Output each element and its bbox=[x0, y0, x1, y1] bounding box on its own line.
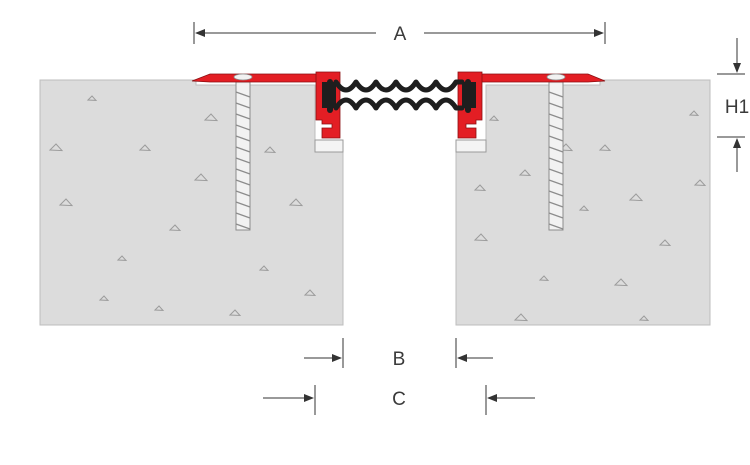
aggregate-speck bbox=[628, 193, 644, 202]
aggregate-speck bbox=[473, 233, 489, 242]
aggregate-speck bbox=[203, 113, 219, 122]
aggregate-speck bbox=[228, 309, 242, 317]
screw-thread bbox=[235, 146, 251, 153]
aggregate-speck bbox=[688, 110, 700, 116]
screw-thread bbox=[235, 135, 251, 142]
screw-thread bbox=[235, 190, 251, 197]
aggregate-speck bbox=[658, 239, 672, 247]
aggregate-speck bbox=[48, 143, 64, 152]
aggregate-speck bbox=[513, 313, 529, 322]
left-recess bbox=[314, 139, 344, 153]
screw-thread bbox=[548, 190, 564, 197]
screw-thread bbox=[548, 179, 564, 186]
label-c: C bbox=[392, 389, 406, 410]
aggregate-speck bbox=[263, 146, 277, 154]
screw-thread bbox=[548, 102, 564, 109]
aggregate-speck bbox=[303, 289, 317, 297]
aggregate-speck bbox=[613, 278, 629, 287]
screw-thread bbox=[235, 168, 251, 175]
screw-thread bbox=[548, 135, 564, 142]
screw-thread bbox=[548, 201, 564, 208]
aggregate-speck bbox=[168, 224, 182, 232]
concrete-aggregate-speckles bbox=[48, 95, 707, 322]
aggregate-speck bbox=[638, 315, 650, 321]
aggregate-speck bbox=[258, 265, 270, 271]
screw-thread bbox=[235, 179, 251, 186]
aggregate-speck bbox=[578, 205, 590, 211]
right-screw-anchor bbox=[548, 81, 564, 231]
label-h1: H1 bbox=[725, 97, 749, 118]
aggregate-speck bbox=[86, 95, 98, 101]
aggregate-speck bbox=[473, 184, 487, 192]
screw-thread bbox=[235, 91, 251, 98]
screw-thread bbox=[548, 91, 564, 98]
aggregate-speck bbox=[538, 275, 550, 281]
screw-thread bbox=[548, 146, 564, 153]
dimension-h1 bbox=[717, 38, 745, 172]
aggregate-speck bbox=[693, 179, 707, 187]
aggregate-speck bbox=[518, 169, 532, 177]
aggregate-speck bbox=[116, 255, 128, 261]
right-recess bbox=[455, 139, 487, 153]
aggregate-speck bbox=[138, 144, 152, 152]
screw-thread bbox=[235, 201, 251, 208]
aggregate-speck bbox=[598, 144, 612, 152]
screw-thread bbox=[548, 223, 564, 230]
left-screw-anchor bbox=[235, 81, 251, 231]
screw-thread bbox=[235, 124, 251, 131]
rubber-bellows-insert bbox=[327, 79, 471, 113]
screw-thread bbox=[235, 212, 251, 219]
screw-thread bbox=[548, 212, 564, 219]
screw-thread bbox=[235, 157, 251, 164]
left-concrete-slab bbox=[39, 79, 344, 326]
dimension-a bbox=[193, 22, 606, 44]
label-b: B bbox=[393, 349, 406, 370]
screw-thread bbox=[235, 223, 251, 230]
aggregate-speck bbox=[488, 115, 500, 121]
aggregate-speck bbox=[98, 295, 110, 301]
screw-thread bbox=[548, 124, 564, 131]
dimension-c bbox=[263, 385, 535, 415]
dimension-b bbox=[304, 338, 493, 368]
aggregate-speck bbox=[153, 305, 165, 311]
label-a: A bbox=[394, 24, 407, 45]
aggregate-speck bbox=[193, 173, 209, 182]
screw-thread bbox=[548, 113, 564, 120]
aggregate-speck bbox=[288, 198, 304, 207]
screw-thread bbox=[235, 113, 251, 120]
aggregate-speck bbox=[58, 198, 74, 207]
screw-thread bbox=[548, 157, 564, 164]
screw-thread bbox=[548, 168, 564, 175]
screw-thread bbox=[235, 102, 251, 109]
